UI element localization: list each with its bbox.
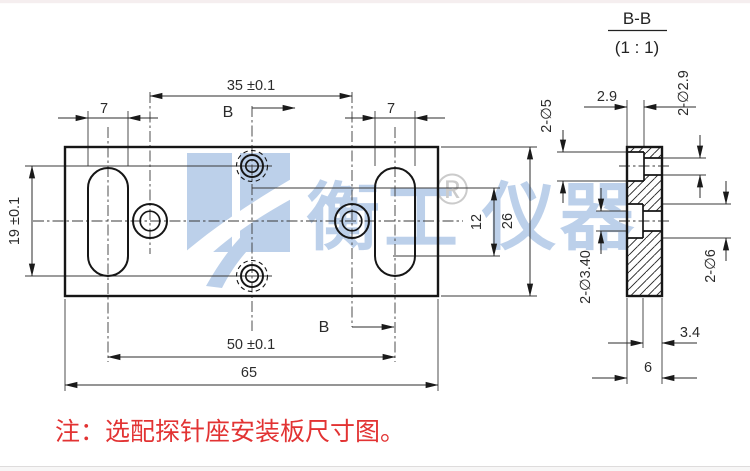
hole-middle-left (132, 203, 168, 239)
watermark-text-right: 仪器 (481, 176, 638, 259)
watermark-text-left: 衡工 (306, 176, 462, 259)
registered-mark: ® (436, 165, 468, 214)
section-view: B-B (1 : 1) (539, 9, 731, 384)
section-mark-bottom-label: B (319, 319, 330, 336)
dim-cbore-dia-top-label: 2-∅5 (539, 99, 555, 133)
hole-bottom-center (235, 259, 269, 293)
dim-50-label: 50 ±0.1 (227, 337, 275, 353)
section-hatching (627, 147, 662, 296)
hengong-logo (158, 153, 340, 288)
dim-7-left-label: 7 (100, 101, 108, 117)
hole-middle-right (334, 203, 370, 239)
dim-35-label: 35 ±0.1 (227, 78, 275, 94)
section-hole-top (627, 151, 662, 182)
section-hole-bottom (627, 203, 662, 239)
slot-right (374, 167, 416, 277)
section-title: B-B (623, 9, 651, 28)
watermark: 衡工 ® 仪器 (158, 153, 638, 288)
dim-19-label: 19 ±0.1 (7, 197, 23, 245)
dim-thickness-label: 6 (644, 360, 652, 376)
hole-top-center (235, 149, 269, 183)
dim-65-label: 65 (241, 365, 257, 381)
slot-left (87, 167, 129, 277)
note-text: 注：选配探针座安装板尺寸图。 (55, 418, 405, 446)
section-scale: (1 : 1) (615, 38, 659, 57)
section-body-outline (625, 145, 664, 298)
dim-7-right-label: 7 (387, 101, 395, 117)
dim-26-label: 26 (500, 213, 516, 229)
centerlines-and-extensions (25, 92, 537, 391)
dim-remaining-depth-label: 3.4 (680, 325, 700, 341)
front-view: 35 ±0.1 7 7 B B 19 ±0.1 12 26 50 ±0.1 65 (7, 78, 537, 391)
dim-hole-dia-bottom-label: 2-∅3.40 (578, 250, 594, 304)
plate-outline (63, 145, 440, 298)
dim-cbore-dia-bottom-label: 2-∅6 (703, 249, 719, 283)
section-dimension-lines (559, 103, 730, 382)
page-top-strip (0, 0, 750, 4)
dim-cbore-depth-label: 2.9 (597, 89, 617, 105)
page-bottom-strip (0, 467, 750, 471)
dim-hole-dia-top-label: 2-∅2.9 (676, 70, 692, 116)
section-mark-top-label: B (223, 104, 234, 121)
dim-12-label: 12 (469, 214, 485, 230)
dimension-lines (28, 92, 534, 389)
